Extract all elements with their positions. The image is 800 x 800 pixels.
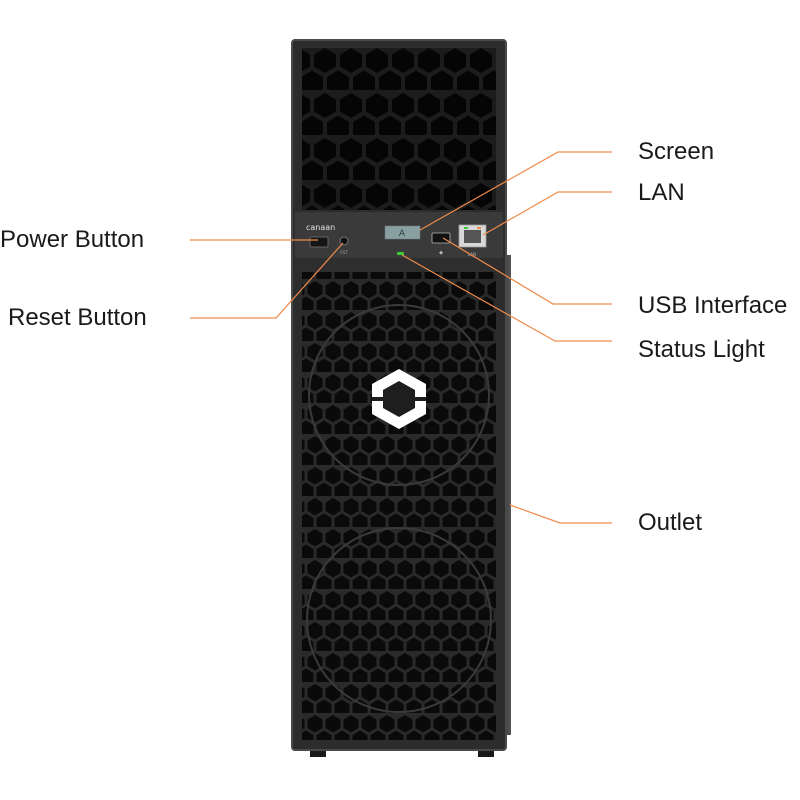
lan-led-green: [464, 227, 468, 229]
label-status-light: Status Light: [638, 336, 765, 363]
hexagon-logo-icon: [372, 369, 426, 429]
reset-mark: RST: [340, 250, 348, 255]
label-reset-button: Reset Button: [8, 304, 147, 331]
label-lan: LAN: [638, 179, 685, 206]
lan-mark: LAN: [468, 252, 476, 257]
lower-grille: [302, 272, 496, 740]
upper-fan: [308, 304, 490, 486]
lan-led-orange: [477, 227, 481, 229]
status-light: [397, 252, 404, 255]
power-button[interactable]: [309, 236, 329, 248]
label-outlet: Outlet: [638, 509, 703, 536]
usb-interface[interactable]: [431, 232, 451, 244]
callout-line-lan: [482, 191, 612, 236]
callout-lines: [190, 151, 612, 524]
reset-button[interactable]: [339, 236, 349, 246]
screen: [384, 225, 421, 240]
callout-line-usb-interface: [442, 237, 612, 305]
lower-fan: [306, 527, 492, 713]
control-panel-lower: [295, 258, 503, 272]
label-screen: Screen: [638, 138, 715, 165]
usb-mark-icon: ◆: [439, 250, 443, 256]
callout-line-outlet: [509, 504, 612, 524]
callout-line-status-light: [401, 254, 612, 342]
top-grille: [302, 48, 496, 210]
brand-logo: canaan: [306, 223, 335, 232]
callout-line-screen: [419, 151, 612, 231]
screen-text: A: [399, 229, 406, 239]
callout-line-reset-button: [190, 242, 344, 319]
lan-port-socket: [464, 230, 481, 243]
label-power-button: Power Button: [0, 226, 145, 253]
label-usb-interface: USB Interface: [638, 292, 788, 319]
